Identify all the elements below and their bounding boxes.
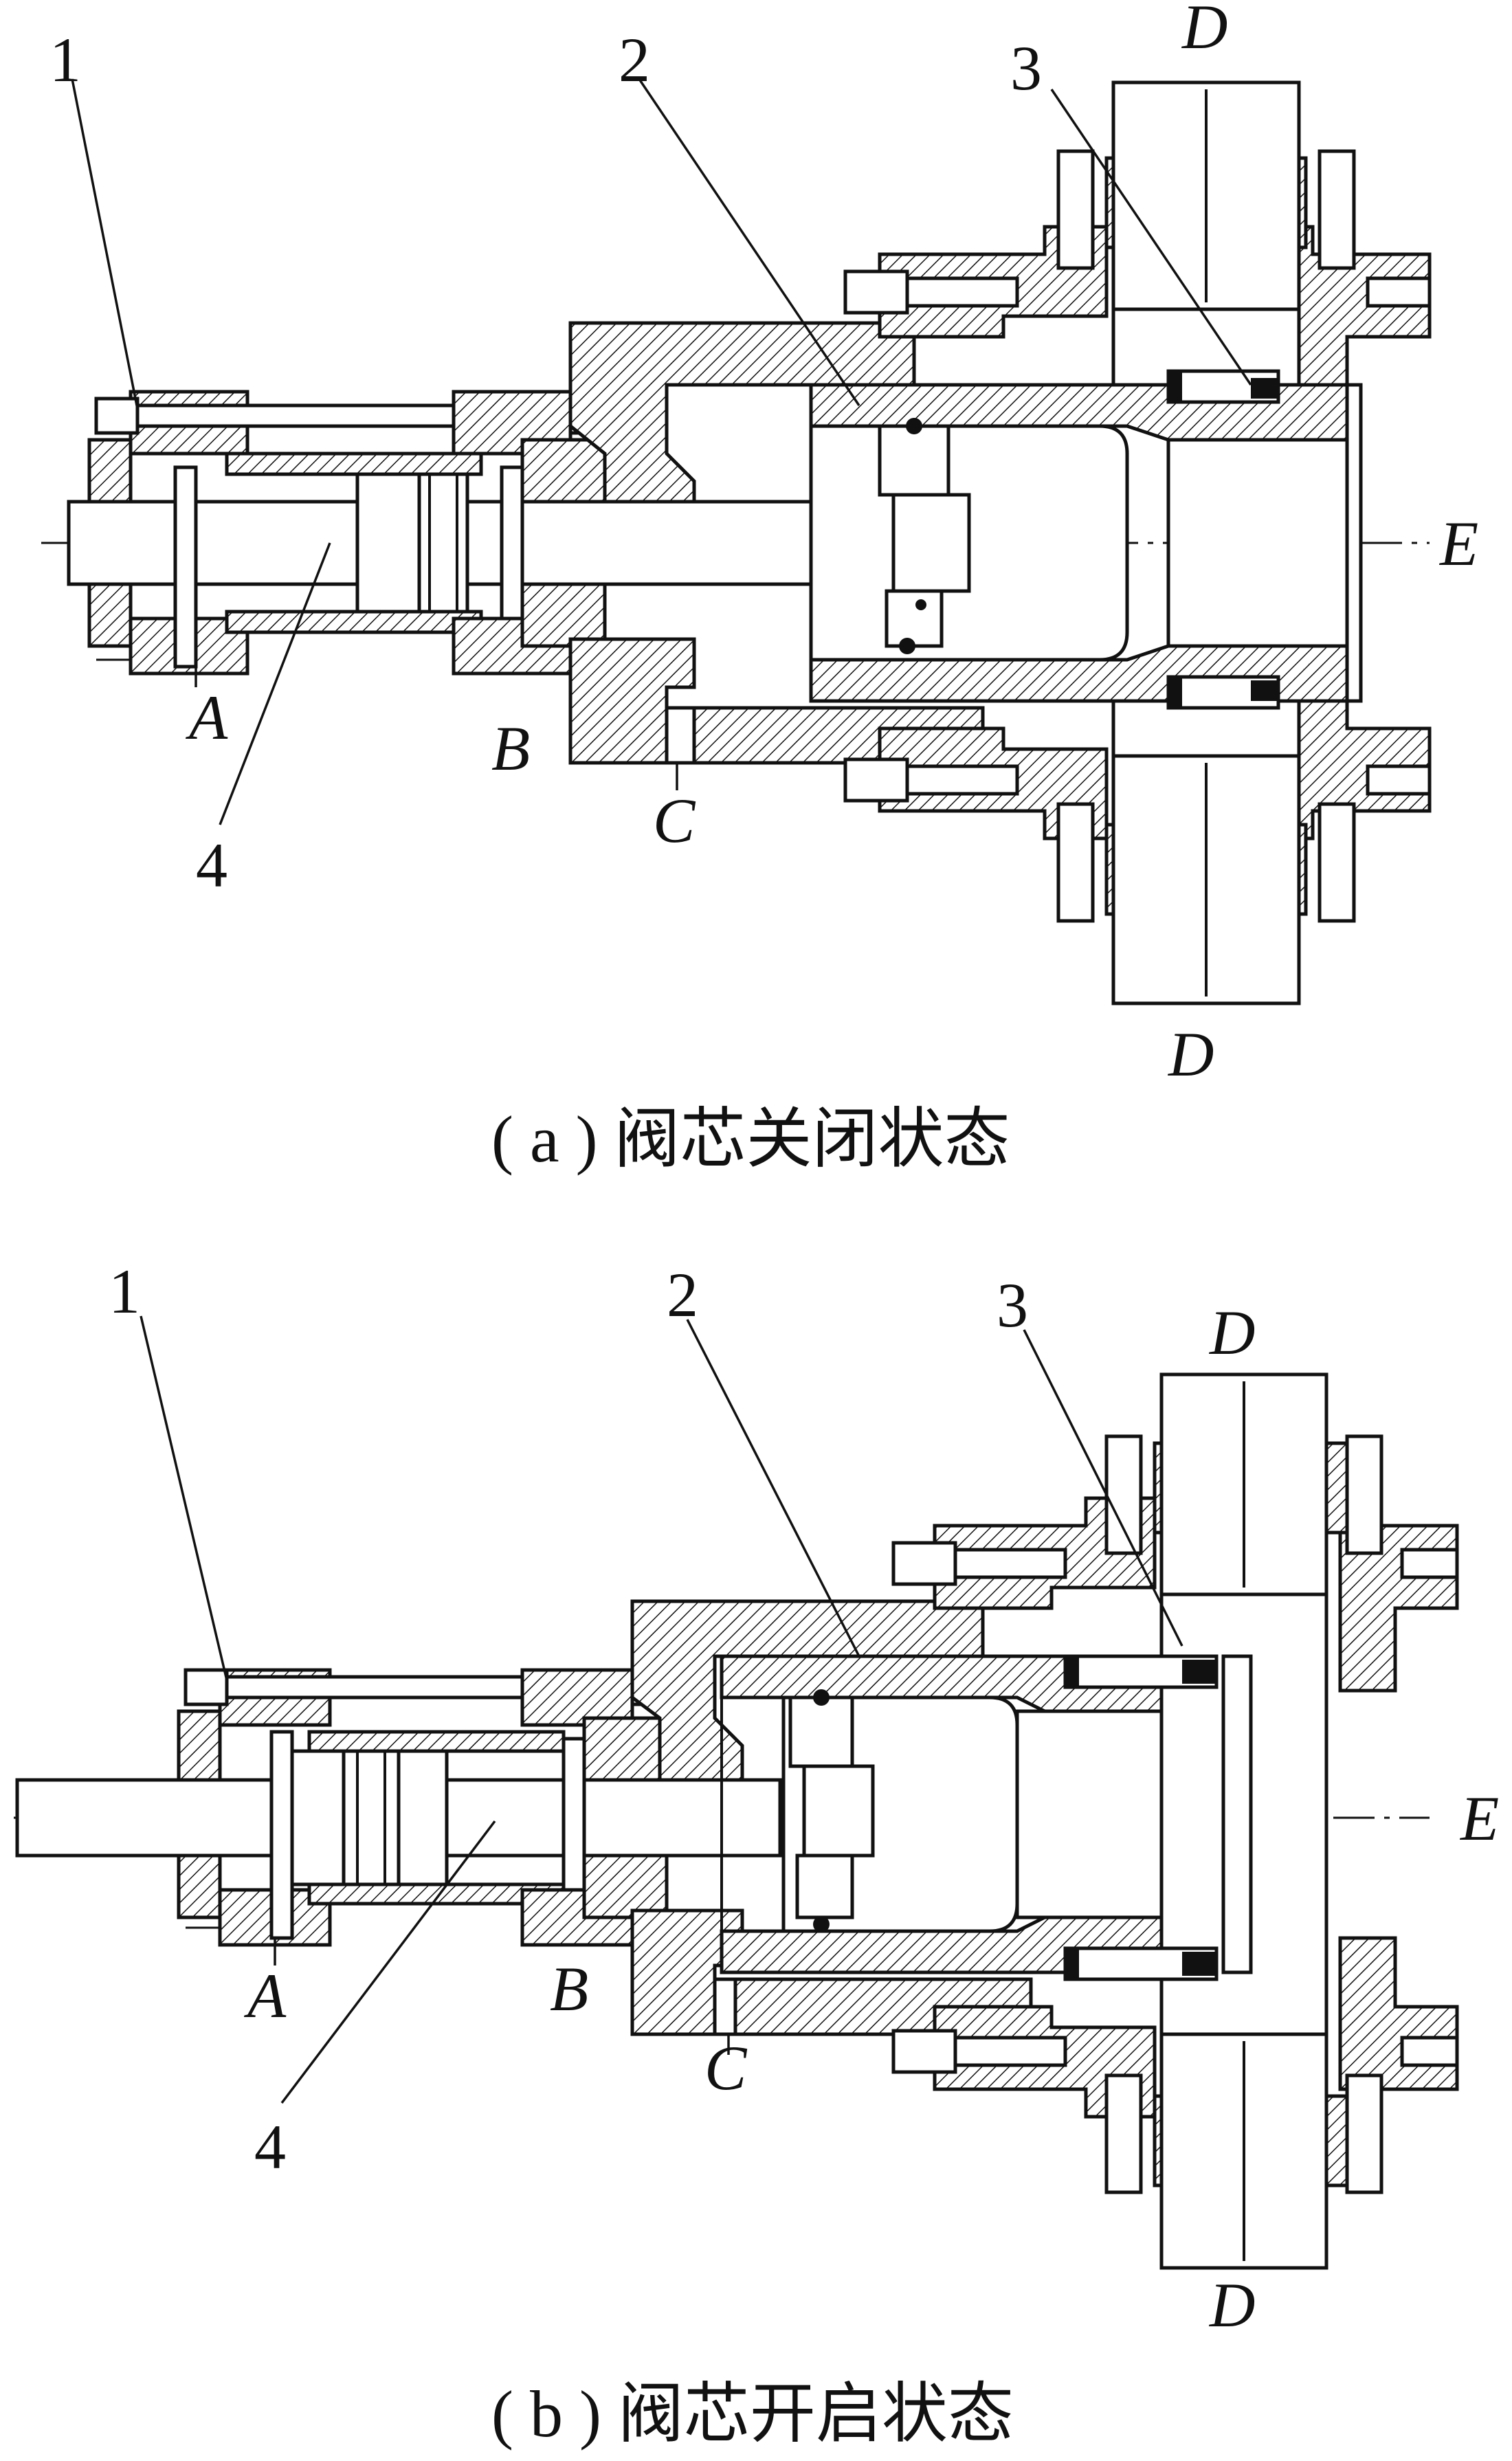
label-port-a: A: [185, 682, 228, 753]
piston-b: [287, 1749, 346, 1886]
label-port-b: B: [491, 713, 530, 783]
label-port-c-b: C: [704, 2033, 748, 2103]
leader-2-a: [638, 78, 860, 406]
piston-a: [355, 472, 421, 614]
figure-b-open: 1 2 3 4 A B C D D E ( b ) 阀芯开启状态: [14, 1256, 1499, 2451]
seal-ring-a: [1166, 369, 1280, 710]
leader-1-a: [71, 78, 139, 410]
port-a: [173, 465, 198, 669]
label-2: 2: [619, 25, 650, 95]
label-port-c: C: [653, 786, 696, 856]
label-d-bottom: D: [1167, 1019, 1214, 1089]
label-3: 3: [1010, 33, 1042, 103]
flange-a: [843, 149, 1432, 923]
label-d-top-b: D: [1208, 1298, 1255, 1368]
flange-b: [891, 1434, 1459, 2194]
cylinder-head-right-b: [520, 1668, 669, 1947]
label-port-a-b: A: [243, 1961, 287, 2031]
piston-rod-a: [67, 500, 882, 586]
label-1: 1: [49, 25, 81, 95]
leader-4-a: [219, 542, 331, 825]
label-4-b: 4: [254, 2112, 286, 2182]
bearing-b: [788, 1689, 875, 1933]
figure-a-closed: 1 2 3 4 A B C D D E ( a ) 阀芯关闭状态: [41, 0, 1478, 1176]
caption-a: ( a ) 阀芯关闭状态: [491, 1102, 1010, 1176]
label-d-top: D: [1181, 0, 1227, 62]
leader-3-a: [1050, 89, 1252, 386]
label-3-b: 3: [997, 1270, 1028, 1340]
caption-b: ( b ) 阀芯开启状态: [491, 2377, 1014, 2451]
cylinder-barrel-top: [225, 452, 483, 476]
label-4: 4: [196, 830, 227, 900]
label-e-b: E: [1459, 1783, 1499, 1853]
label-e: E: [1438, 509, 1478, 579]
label-port-b-b: B: [550, 1954, 588, 2024]
label-2-b: 2: [667, 1260, 698, 1330]
label-d-bottom-b: D: [1208, 2270, 1255, 2340]
label-1-b: 1: [109, 1256, 140, 1326]
bearing-a: [878, 418, 971, 654]
seal-ring-b: [1063, 1654, 1219, 1981]
pipe-d-b: [1159, 1372, 1328, 2270]
cylinder-barrel-bottom: [225, 610, 483, 634]
